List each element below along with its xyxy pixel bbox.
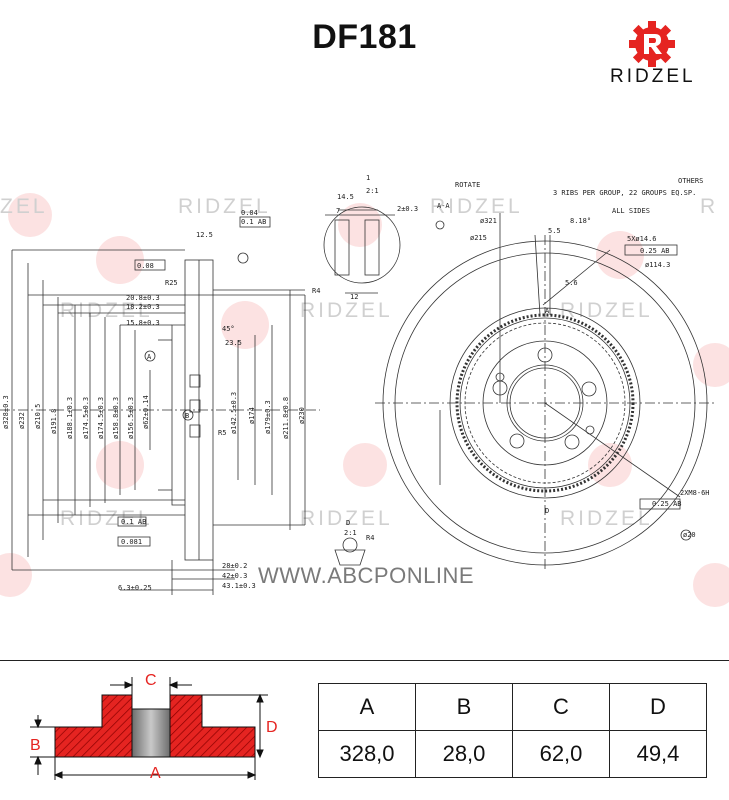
header-b: B (415, 683, 513, 731)
value-b: 28,0 (415, 730, 513, 778)
header-c: C (512, 683, 610, 731)
svg-text:5Xø14.6: 5Xø14.6 (627, 235, 657, 243)
disc-section-right (169, 694, 256, 758)
disc-section-left (54, 694, 133, 758)
svg-text:ø142.5±0.3: ø142.5±0.3 (230, 392, 238, 434)
svg-text:2:1: 2:1 (344, 529, 357, 537)
header-a: A (318, 683, 416, 731)
watermark-brand: RIDZEL (560, 507, 653, 530)
svg-text:ø230: ø230 (298, 407, 306, 424)
svg-text:ø174.5±0.3: ø174.5±0.3 (82, 397, 90, 439)
svg-text:ALL SIDES: ALL SIDES (612, 207, 650, 215)
watermark-url: WWW.ABCPONLINE (258, 563, 475, 588)
svg-text:8.18°: 8.18° (570, 217, 591, 225)
svg-text:ø211.8±0.8: ø211.8±0.8 (282, 397, 290, 439)
svg-text:23.5: 23.5 (225, 339, 242, 347)
watermark-brand: RIDZEL (300, 299, 393, 322)
svg-text:43.1±0.3: 43.1±0.3 (222, 582, 256, 590)
svg-text:ø62±0.14: ø62±0.14 (142, 395, 150, 429)
svg-text:42±0.3: 42±0.3 (222, 572, 247, 580)
svg-text:14.5: 14.5 (337, 193, 354, 201)
svg-text:20.8±0.3: 20.8±0.3 (126, 294, 160, 302)
svg-text:12.5: 12.5 (196, 231, 213, 239)
svg-text:R4: R4 (366, 534, 374, 542)
svg-text:18.2±0.3: 18.2±0.3 (126, 303, 160, 311)
svg-text:R4: R4 (312, 287, 320, 295)
value-c: 62,0 (512, 730, 610, 778)
svg-text:1: 1 (366, 174, 370, 182)
svg-text:ø321: ø321 (480, 217, 497, 225)
svg-text:A: A (545, 307, 550, 315)
hub-bore (131, 708, 171, 758)
svg-text:ø188.1±0.3: ø188.1±0.3 (66, 397, 74, 439)
svg-text:5.6: 5.6 (565, 279, 578, 287)
label-c: C (145, 672, 157, 689)
svg-text:D: D (545, 507, 549, 515)
svg-text:0.25 AB: 0.25 AB (640, 247, 670, 255)
watermark-brand: RIDZEL (300, 507, 393, 530)
header-d: D (609, 683, 707, 731)
svg-text:0.1 AB: 0.1 AB (121, 518, 146, 526)
label-b: B (30, 737, 41, 754)
svg-text:28±0.2: 28±0.2 (222, 562, 247, 570)
svg-text:ø20: ø20 (683, 531, 696, 539)
svg-text:ø210.5: ø210.5 (34, 404, 42, 429)
svg-text:ø156.5±0.3: ø156.5±0.3 (127, 397, 135, 439)
svg-text:2XM8-6H: 2XM8-6H (680, 489, 710, 497)
svg-text:6.3±0.25: 6.3±0.25 (118, 584, 152, 592)
value-a: 328,0 (318, 730, 416, 778)
svg-text:ø215: ø215 (470, 234, 487, 242)
svg-text:0.04: 0.04 (241, 209, 258, 217)
svg-text:45°: 45° (222, 325, 235, 333)
svg-text:ø191.8: ø191.8 (50, 409, 58, 434)
svg-text:0.081: 0.081 (121, 538, 142, 546)
svg-text:ø158.8±0.3: ø158.8±0.3 (112, 397, 120, 439)
brand-name: RIDZEL (610, 66, 696, 87)
svg-text:0.25 AB: 0.25 AB (652, 500, 682, 508)
svg-text:2:1: 2:1 (366, 187, 379, 195)
svg-text:R25: R25 (165, 279, 178, 287)
svg-text:ø232: ø232 (18, 412, 26, 429)
svg-text:R5: R5 (218, 429, 226, 437)
svg-text:ROTATE: ROTATE (455, 181, 480, 189)
dimension-table: A B C D 328,0 28,0 62,0 49,4 (318, 683, 707, 778)
svg-text:ø328±0.3: ø328±0.3 (2, 395, 10, 429)
technical-drawing: ZEL RIDZEL RIDZEL R RIDZEL RIDZEL RIDZEL… (0, 174, 729, 607)
svg-text:OTHERS: OTHERS (678, 177, 703, 185)
table-header-row: A B C D (318, 683, 707, 731)
svg-text:3 RIBS PER GROUP, 22 GROUPS EQ: 3 RIBS PER GROUP, 22 GROUPS EQ.SP. (553, 189, 696, 197)
watermark-brand: RIDZEL (178, 195, 271, 218)
svg-text:15.8±0.3: 15.8±0.3 (126, 319, 160, 327)
part-number: DF181 (312, 18, 417, 56)
watermark-brand: ZEL (0, 195, 48, 218)
svg-text:ø174.5±0.3: ø174.5±0.3 (97, 397, 105, 439)
svg-text:ø179±0.3: ø179±0.3 (264, 400, 272, 434)
svg-text:5.5: 5.5 (548, 227, 561, 235)
label-a: A (150, 765, 161, 782)
watermark-brand: R (700, 195, 718, 218)
svg-text:2±0.3: 2±0.3 (397, 205, 418, 213)
watermark-brand: RIDZEL (560, 299, 653, 322)
watermark-brand: RIDZEL (60, 507, 153, 530)
ridzel-logo (629, 21, 675, 67)
svg-text:ø174: ø174 (248, 407, 256, 424)
section-divider (0, 660, 729, 661)
watermark-brand: RIDZEL (430, 195, 523, 218)
svg-text:0.08: 0.08 (137, 262, 154, 270)
value-d: 49,4 (609, 730, 707, 778)
svg-text:B: B (185, 412, 189, 420)
dimension-diagram: C D B A (30, 672, 278, 782)
svg-text:A-A: A-A (437, 202, 450, 210)
table-value-row: 328,0 28,0 62,0 49,4 (318, 730, 707, 778)
svg-text:0.1 AB: 0.1 AB (241, 218, 266, 226)
svg-text:12: 12 (350, 293, 358, 301)
label-d: D (266, 719, 278, 736)
svg-text:A: A (147, 353, 152, 361)
svg-text:ø114.3: ø114.3 (645, 261, 670, 269)
svg-text:7: 7 (336, 207, 340, 215)
svg-text:D: D (346, 519, 350, 527)
